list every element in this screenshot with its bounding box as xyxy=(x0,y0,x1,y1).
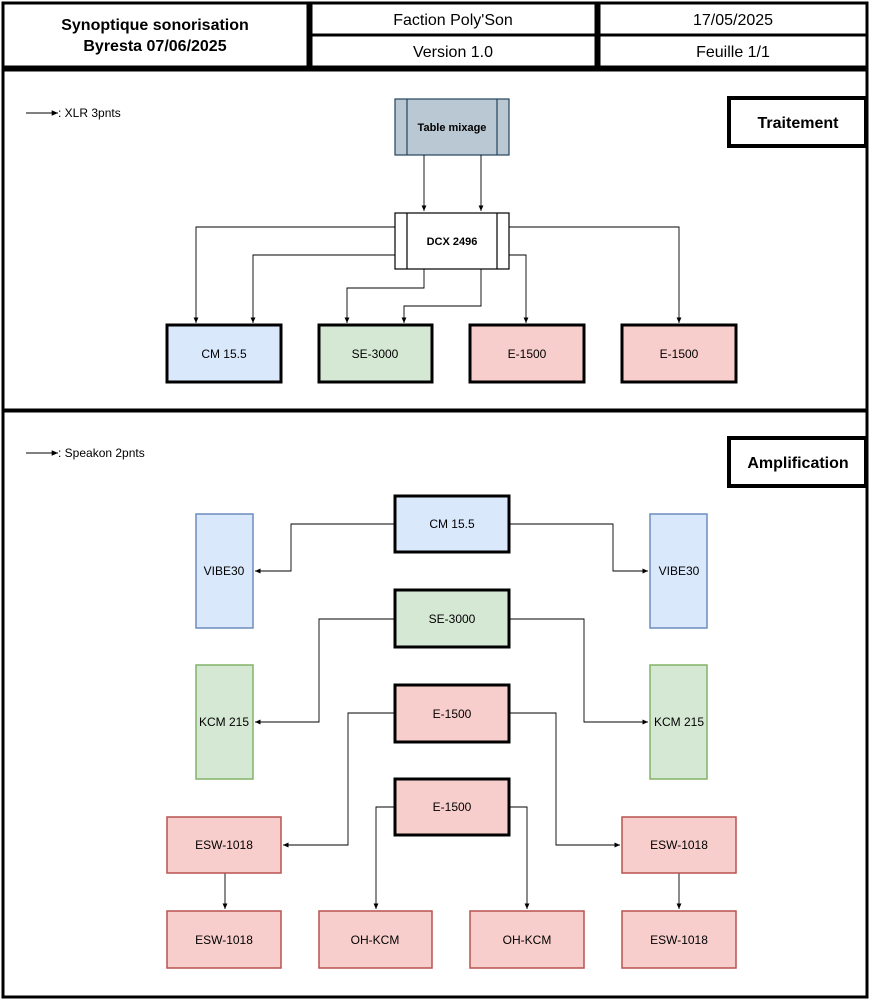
amp-label: E-1500 xyxy=(433,707,472,721)
dcx-node: DCX 2496 xyxy=(394,212,510,270)
speaker-label: ESW-1018 xyxy=(650,933,708,947)
traitement-title: Traitement xyxy=(758,115,840,132)
conn-dcx-se1 xyxy=(344,269,425,323)
speaker-kcm-right: KCM 215 xyxy=(649,664,708,780)
organizer-text: Faction Poly'Son xyxy=(393,12,513,29)
conn-dcx-se2 xyxy=(401,269,482,323)
speaker-ohkcm-right: OH-KCM xyxy=(469,910,585,969)
date-text: 17/05/2025 xyxy=(693,12,773,29)
output-label: SE-3000 xyxy=(352,347,399,361)
traitement-output-e1: E-1500 xyxy=(468,323,586,384)
speaker-label: ESW-1018 xyxy=(195,838,253,852)
speaker-label: OH-KCM xyxy=(503,933,552,947)
amp-label: CM 15.5 xyxy=(429,517,475,531)
amp-cm: CM 15.5 xyxy=(393,494,511,554)
speaker-label: OH-KCM xyxy=(351,933,400,947)
traitement-output-cm: CM 15.5 xyxy=(165,323,283,384)
speaker-label: VIBE30 xyxy=(659,564,700,578)
traitement-output-se: SE-3000 xyxy=(317,323,434,384)
sheet-cell xyxy=(597,33,869,69)
conn-cm-vibe-left xyxy=(255,523,395,574)
speaker-vibe-right: VIBE30 xyxy=(649,513,708,629)
version-cell xyxy=(309,33,598,69)
conn-e1-esw-left xyxy=(283,712,395,848)
traitement-section: : XLR 3pnts Traitement Table mixage DCX … xyxy=(1,68,869,412)
speaker-label: KCM 215 xyxy=(654,715,704,729)
conn-se-kcm-right xyxy=(509,618,648,725)
conn-dcx-e2 xyxy=(509,226,682,323)
conn-dcx-cm1 xyxy=(193,226,395,323)
speaker-label: VIBE30 xyxy=(204,564,245,578)
conn-e1-esw-right xyxy=(509,712,620,848)
output-label: E-1500 xyxy=(508,347,547,361)
title-line-2: Byresta 07/06/2025 xyxy=(83,38,226,55)
conn-dcx-e1 xyxy=(509,254,529,323)
amp-label: SE-3000 xyxy=(429,612,476,626)
title-cell xyxy=(1,1,310,69)
amplification-legend: : Speakon 2pnts xyxy=(26,446,145,460)
speaker-esw-left-top: ESW-1018 xyxy=(166,816,282,874)
amplification-section: : Speakon 2pnts Amplification CM 15.5 SE… xyxy=(1,409,869,999)
version-text: Version 1.0 xyxy=(413,44,493,61)
speakon-legend-text: : Speakon 2pnts xyxy=(58,446,145,460)
table-mixage-label: Table mixage xyxy=(418,122,487,134)
amplification-title-box xyxy=(727,436,868,488)
conn-e2-oh-right xyxy=(509,806,530,909)
dcx-label: DCX 2496 xyxy=(427,236,478,248)
speaker-vibe-left: VIBE30 xyxy=(195,513,254,629)
header: Synoptique sonorisation Byresta 07/06/20… xyxy=(1,1,869,69)
conn-e2-oh-left xyxy=(373,806,395,909)
speaker-kcm-left: KCM 215 xyxy=(195,664,254,780)
conn-se-kcm-left xyxy=(255,618,395,725)
amp-label: E-1500 xyxy=(433,800,472,814)
speaker-esw-left-bottom: ESW-1018 xyxy=(166,910,282,969)
speaker-label: ESW-1018 xyxy=(650,838,708,852)
speaker-label: ESW-1018 xyxy=(195,933,253,947)
amp-se: SE-3000 xyxy=(393,588,511,649)
output-label: E-1500 xyxy=(660,347,699,361)
amp-e2: E-1500 xyxy=(393,777,511,837)
conn-cm-vibe-right xyxy=(509,523,648,574)
speaker-esw-right-top: ESW-1018 xyxy=(621,816,737,874)
speaker-esw-right-bottom: ESW-1018 xyxy=(621,910,737,969)
traitement-output-e2: E-1500 xyxy=(620,323,738,384)
title-line-1: Synoptique sonorisation xyxy=(61,17,249,34)
amp-e1: E-1500 xyxy=(393,683,511,744)
traitement-title-box xyxy=(727,96,868,148)
amplification-title: Amplification xyxy=(747,455,848,472)
sheet-text: Feuille 1/1 xyxy=(696,44,770,61)
table-mixage-node: Table mixage xyxy=(394,98,510,156)
speakon-connectors xyxy=(222,523,682,909)
xlr-legend-text: : XLR 3pnts xyxy=(58,106,121,120)
traitement-legend: : XLR 3pnts xyxy=(26,106,121,120)
output-label: CM 15.5 xyxy=(201,347,247,361)
xlr-connectors xyxy=(193,155,682,323)
speaker-ohkcm-left: OH-KCM xyxy=(318,910,433,969)
speaker-label: KCM 215 xyxy=(199,715,249,729)
conn-dcx-cm2 xyxy=(250,254,395,323)
